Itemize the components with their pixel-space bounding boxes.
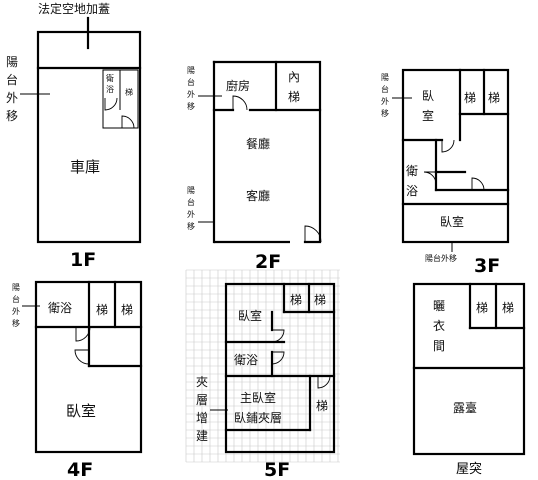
f2-note-bottom-char-4: 移 (187, 221, 195, 231)
f5-bath-door-swing (271, 351, 285, 365)
roof-stair-b-label: 梯 (502, 301, 514, 315)
f2-floor-label: 2F (255, 251, 281, 273)
f2-note-bottom-char-2: 台 (187, 197, 195, 207)
f2-note-top-char-4: 移 (187, 101, 195, 111)
roof-drying-label-3: 間 (433, 339, 445, 353)
f4-bedroom-label: 臥室 (66, 402, 96, 420)
f4-side-note: 陽 台 外 移 (12, 283, 20, 328)
f3-bath-label-2: 浴 (406, 184, 418, 198)
f3-bedroom-top-label-2: 室 (422, 108, 434, 123)
floor-4f-plan: 陽 台 外 移 衛浴 梯 梯 臥室 4F (12, 280, 143, 480)
f2-kitchen-door-swing (232, 95, 248, 111)
roof-floor-label: 屋突 (456, 461, 482, 477)
f1-outer-wall (36, 30, 142, 244)
f5-stair-a-label: 梯 (290, 293, 302, 307)
f4-corridor-door-swing (74, 349, 90, 365)
f1-bath-label-2: 浴 (106, 84, 114, 94)
f5-master-door-swing (317, 375, 331, 389)
f2-note-top-char-3: 外 (187, 89, 195, 99)
f3-bedroom-door-swing (441, 139, 455, 153)
f3-note-char-1: 陽 (381, 73, 389, 82)
f2-inner-stair-label-2: 梯 (288, 90, 300, 104)
f3-note-char-2: 台 (381, 84, 389, 94)
f3-stair-b-label: 梯 (488, 91, 500, 105)
f4-stair-a-label: 梯 (96, 303, 108, 317)
f2-note-top-char-1: 陽 (187, 66, 195, 75)
f2-kitchen-label: 廚房 (226, 78, 250, 93)
roof-terrace-label: 露臺 (453, 400, 477, 415)
f5-bedroom-label: 臥室 (238, 308, 262, 323)
f5-bedroom-door-swing (271, 329, 285, 343)
f5-note-char-2: 層 (196, 393, 208, 407)
f2-balcony-door-swing (304, 225, 322, 243)
f5-master-bedroom-label: 主臥室 (240, 390, 276, 405)
roof-stair-a-label: 梯 (476, 301, 488, 315)
roof-drying-label-1: 曬 (433, 299, 445, 313)
f3-bottom-note: 陽台外移 (425, 253, 457, 263)
f2-note-top-char-2: 台 (187, 77, 195, 87)
f3-lower-door-swing (471, 177, 485, 191)
f3-floor-label: 3F (474, 255, 500, 277)
roof-drying-label-2: 衣 (433, 318, 445, 333)
f1-core-door-swing (121, 115, 135, 129)
f1-side-note: 陽 台 外 移 (6, 55, 18, 123)
f1-bath-door-swing (104, 97, 118, 111)
f3-outer-wall (401, 68, 510, 244)
f5-floor-label: 5F (264, 459, 290, 480)
f5-note-char-4: 建 (196, 429, 208, 443)
f2-note-bottom-char-3: 外 (187, 209, 195, 219)
f4-note-char-3: 外 (12, 306, 20, 316)
f5-note-char-3: 增 (196, 411, 208, 425)
roof-plan: 曬 衣 間 梯 梯 露臺 屋突 (412, 282, 526, 477)
f4-note-char-1: 陽 (12, 283, 20, 292)
f4-floor-label: 4F (67, 459, 93, 480)
f1-top-note: 法定空地加蓋 (38, 1, 110, 16)
f5-note-char-1: 夾 (196, 375, 208, 389)
f5-side-note: 夾 層 增 建 (196, 375, 208, 443)
f4-bath-door-swing (75, 326, 91, 342)
f2-note-bottom-char-1: 陽 (187, 186, 195, 195)
f2-side-note-bottom: 陽 台 外 移 (187, 186, 195, 231)
f1-side-note-char-1: 陽 (6, 55, 18, 69)
f3-note-char-3: 外 (381, 96, 389, 106)
f3-bedroom-bottom-label: 臥室 (440, 214, 464, 229)
f4-stair-b-label: 梯 (121, 303, 133, 317)
f3-bath-door-swing (423, 171, 437, 185)
f5-outer-wall (224, 282, 336, 454)
f4-note-char-4: 移 (12, 318, 20, 328)
f1-garage-label: 車庫 (70, 158, 100, 176)
floor-5f-plan: 夾 層 增 建 梯 梯 臥室 衛浴 主臥室 臥鋪夾層 梯 5F (185, 269, 340, 480)
f1-floor-label: 1F (70, 249, 96, 271)
f3-stair-a-label: 梯 (464, 91, 476, 105)
f3-note-char-4: 移 (381, 108, 389, 118)
f1-side-note-char-2: 台 (6, 72, 18, 87)
f4-note-char-2: 台 (12, 294, 20, 304)
f1-bath-label-1: 衛 (106, 73, 114, 83)
floor-2f-plan: 陽 台 外 移 陽 台 外 移 廚房 內 梯 餐廳 客廳 2F (187, 60, 322, 273)
f2-side-note-top: 陽 台 外 移 (187, 66, 195, 111)
f1-side-note-char-3: 外 (6, 91, 18, 105)
f3-bedroom-top-label-1: 臥 (422, 89, 434, 103)
floor-3f-plan: 陽 台 外 移 臥 室 梯 梯 衛 浴 臥室 陽台外移 3F (381, 68, 510, 277)
f5-stair-b-label: 梯 (314, 293, 326, 307)
f2-dining-label: 餐廳 (246, 136, 270, 151)
f5-loft-bedroom-label: 臥鋪夾層 (234, 410, 282, 425)
f1-stair-label: 梯 (125, 87, 133, 97)
f5-stair-c-label: 梯 (316, 399, 328, 413)
f2-living-label: 客廳 (246, 188, 270, 203)
f5-bath-label: 衛浴 (234, 353, 258, 367)
f4-bath-label: 衛浴 (48, 301, 72, 315)
f1-side-note-char-4: 移 (6, 109, 18, 123)
f3-side-note: 陽 台 外 移 (381, 73, 389, 118)
f3-bath-label-1: 衛 (406, 164, 418, 178)
floor-1f-plan: 法定空地加蓋 陽 台 外 移 衛 浴 梯 車庫 1F (6, 1, 142, 271)
f2-inner-stair-label-1: 內 (288, 70, 300, 84)
